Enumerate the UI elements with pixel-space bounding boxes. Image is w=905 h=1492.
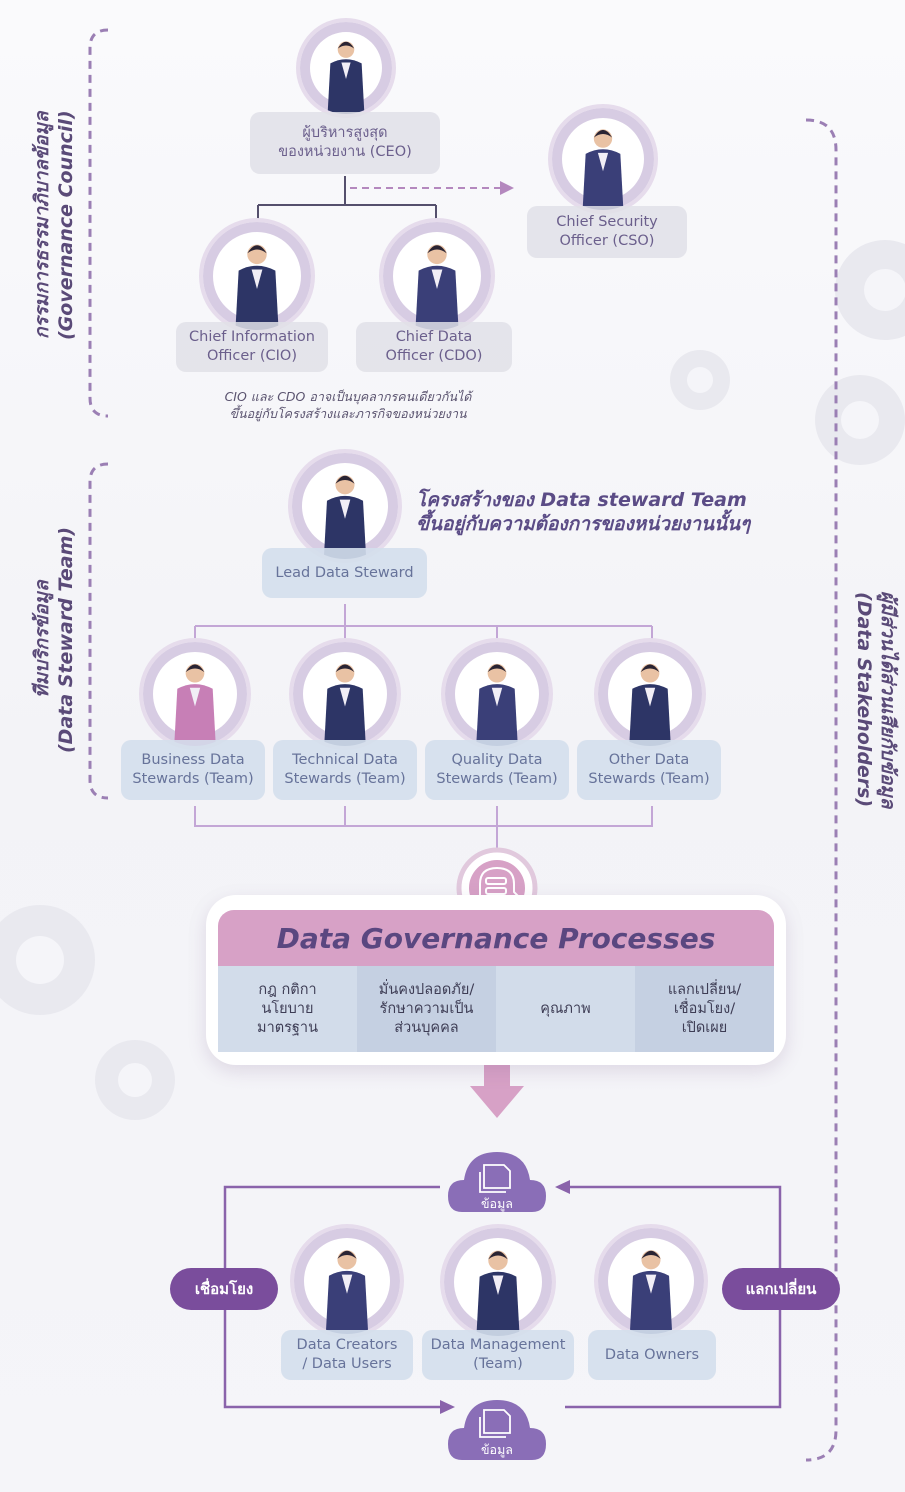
cso-label: Chief Security Officer (CSO) xyxy=(527,206,687,258)
data-cloud-top xyxy=(448,1152,546,1212)
process-exchange: แลกเปลี่ยน/ เชื่อมโยง/ เปิดเผย xyxy=(635,966,774,1052)
person-icon xyxy=(324,663,366,746)
technical-stewards-label: Technical Data Stewards (Team) xyxy=(273,740,417,800)
person-icon xyxy=(582,129,624,210)
cdo-label: Chief Data Officer (CDO) xyxy=(356,322,512,372)
person-icon xyxy=(323,475,367,559)
lead-steward-label: Lead Data Steward xyxy=(262,548,427,598)
process-quality: คุณภาพ xyxy=(496,966,635,1052)
person-icon xyxy=(235,244,279,330)
person-icon xyxy=(629,1250,673,1334)
connect-pill: เชื่อมโยง xyxy=(170,1268,278,1310)
person-icon xyxy=(174,663,216,746)
steward-team-headline: โครงสร้างของ Data steward Team ขึ้นอยู่ก… xyxy=(416,489,751,535)
technical-stewards-avatar xyxy=(293,642,397,746)
cio-label: Chief Information Officer (CIO) xyxy=(176,322,328,372)
cio-avatar xyxy=(203,222,311,330)
process-rules: กฎ กติกา นโยบาย มาตรฐาน xyxy=(218,966,357,1052)
ceo-avatar xyxy=(300,22,392,114)
processes-title: Data Governance Processes xyxy=(218,910,774,966)
business-stewards-avatar xyxy=(143,642,247,746)
ceo-label: ผู้บริหารสูงสุด ของหน่วยงาน (CEO) xyxy=(250,112,440,174)
data-stakeholders-label: ผู้มีส่วนได้ส่วนเสียกับข้อมูล (Data Stak… xyxy=(853,591,899,809)
person-icon xyxy=(476,663,518,746)
governance-council-label: กรรมการธรรมาภิบาลข้อมูล (Governance Coun… xyxy=(31,110,77,340)
data-creators-label: Data Creators / Data Users xyxy=(281,1330,413,1380)
quality-stewards-label: Quality Data Stewards (Team) xyxy=(425,740,569,800)
person-icon xyxy=(415,244,459,330)
person-icon xyxy=(476,1250,520,1336)
process-security: มั่นคงปลอดภัย/ รักษาความเป็น ส่วนบุคคล xyxy=(357,966,496,1052)
person-icon xyxy=(325,1250,369,1334)
cdo-avatar xyxy=(383,222,491,330)
person-icon xyxy=(629,663,671,746)
flow-arrow xyxy=(470,1055,524,1118)
data-cloud-bottom-label: ข้อมูล xyxy=(481,1442,513,1457)
lead-steward-avatar xyxy=(292,453,398,559)
data-owners-avatar xyxy=(598,1228,704,1334)
cso-avatar xyxy=(552,108,654,210)
quality-stewards-avatar xyxy=(445,642,549,746)
data-cloud-top-label: ข้อมูล xyxy=(481,1196,513,1211)
data-cloud-bottom xyxy=(448,1400,546,1460)
data-management-label: Data Management (Team) xyxy=(422,1330,574,1380)
data-creators-avatar xyxy=(294,1228,400,1334)
exchange-pill: แลกเปลี่ยน xyxy=(722,1268,840,1310)
other-stewards-label: Other Data Stewards (Team) xyxy=(577,740,721,800)
data-steward-team-label: ทีมบริกรข้อมูล (Data Steward Team) xyxy=(31,526,77,753)
data-management-avatar xyxy=(444,1228,552,1336)
other-stewards-avatar xyxy=(598,642,702,746)
data-owners-label: Data Owners xyxy=(588,1330,716,1380)
person-icon xyxy=(327,41,365,114)
business-stewards-label: Business Data Stewards (Team) xyxy=(121,740,265,800)
cio-cdo-note: CIO และ CDO อาจเป็นบุคลากรคนเดียวกันได้ … xyxy=(224,389,472,421)
